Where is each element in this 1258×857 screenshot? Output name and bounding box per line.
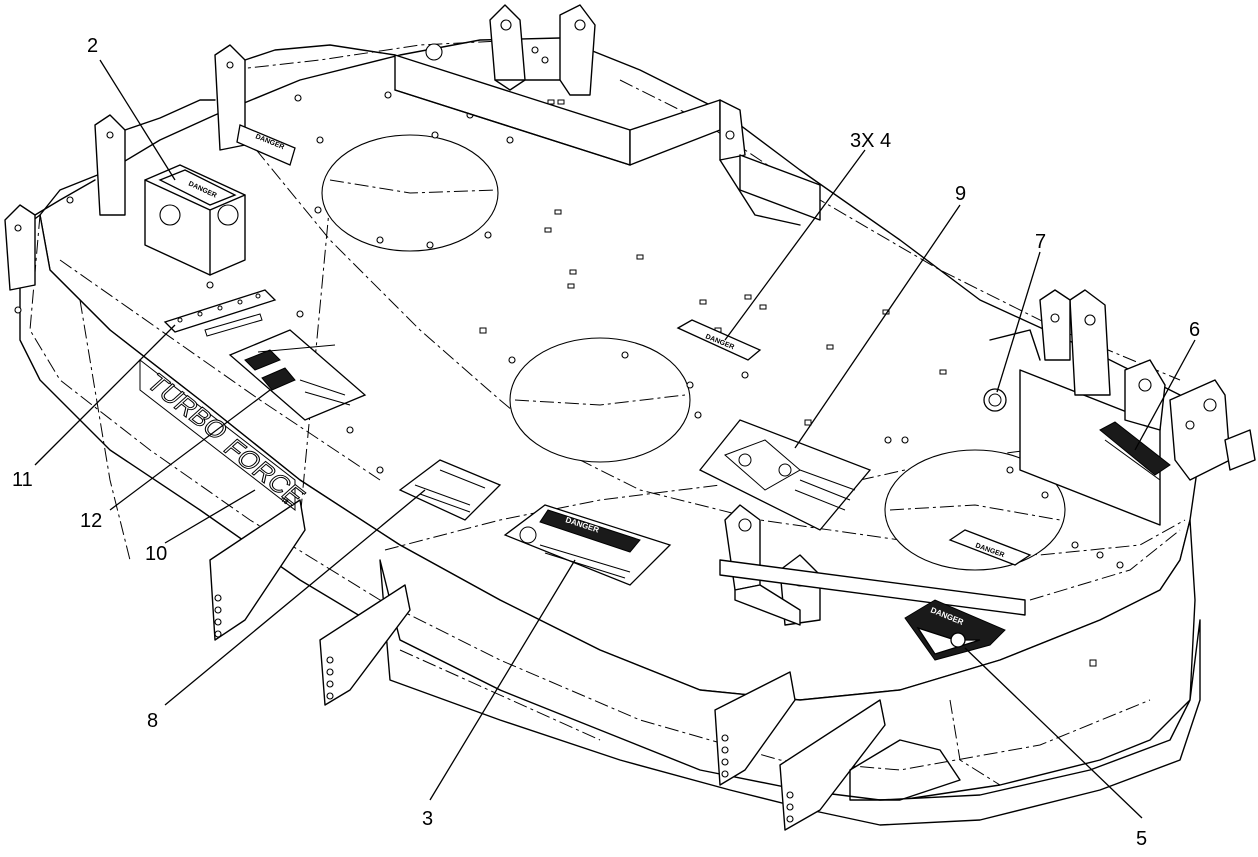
left-idler-bracket: DANGER xyxy=(144,164,246,276)
idler-danger-decal xyxy=(158,169,237,206)
leader-3 xyxy=(429,559,576,801)
center-blade-opening xyxy=(509,337,691,463)
belt-warning-decal-12 xyxy=(228,329,367,421)
callout-8: 8 xyxy=(147,710,158,732)
hidden-lines xyxy=(29,39,1186,786)
front-bumper xyxy=(379,559,1201,826)
right-blade-opening xyxy=(884,449,1066,571)
leader-5 xyxy=(964,647,1143,819)
leader-8 xyxy=(164,489,426,706)
rear-baffle xyxy=(394,43,721,166)
callout-3x4: 3X 4 xyxy=(850,130,891,152)
leader-lines xyxy=(34,59,1196,819)
rear-center-bracket xyxy=(489,4,596,96)
callout-6: 6 xyxy=(1189,319,1200,341)
leader-11 xyxy=(34,324,176,466)
anti-scalp-decal-8 xyxy=(398,459,502,521)
callout-2: 2 xyxy=(87,35,98,57)
leader-3x4 xyxy=(724,149,866,341)
callout-7: 7 xyxy=(1035,231,1046,253)
callout-12: 12 xyxy=(80,510,102,532)
front-anti-scalp-brackets xyxy=(209,499,961,831)
callout-10: 10 xyxy=(145,543,167,565)
side-warning-decal-6 xyxy=(1099,421,1171,481)
shield-danger-decal-5: DANGER xyxy=(904,599,1006,661)
blade-openings xyxy=(321,134,1066,571)
right-rear-brackets xyxy=(719,99,821,226)
left-rear-brackets xyxy=(4,44,396,291)
leader-10 xyxy=(164,489,256,544)
height-of-cut-decal xyxy=(163,289,277,337)
deck-front-skirt xyxy=(19,214,1196,801)
callout-5: 5 xyxy=(1136,828,1147,850)
leader-9 xyxy=(794,204,961,449)
leader-2 xyxy=(99,59,176,181)
round-decal-7 xyxy=(983,388,1007,412)
callout-9: 9 xyxy=(955,183,966,205)
right-top-plate xyxy=(1019,369,1161,526)
main-danger-decal: DANGER xyxy=(503,504,672,586)
emboss-size: 48 xyxy=(279,496,290,506)
leader-6 xyxy=(1134,339,1196,451)
callouts: 2 3X 4 9 7 6 11 12 10 8 3 5 xyxy=(12,35,1200,850)
leader-7 xyxy=(996,251,1041,393)
center-lift-bracket xyxy=(719,504,1026,626)
grease-fitting xyxy=(425,43,443,61)
callout-3: 3 xyxy=(422,808,433,830)
belt-routing-decal-9 xyxy=(698,419,872,531)
leader-12 xyxy=(109,389,271,511)
callout-11: 11 xyxy=(12,469,33,491)
right-side-mounts xyxy=(989,289,1256,526)
